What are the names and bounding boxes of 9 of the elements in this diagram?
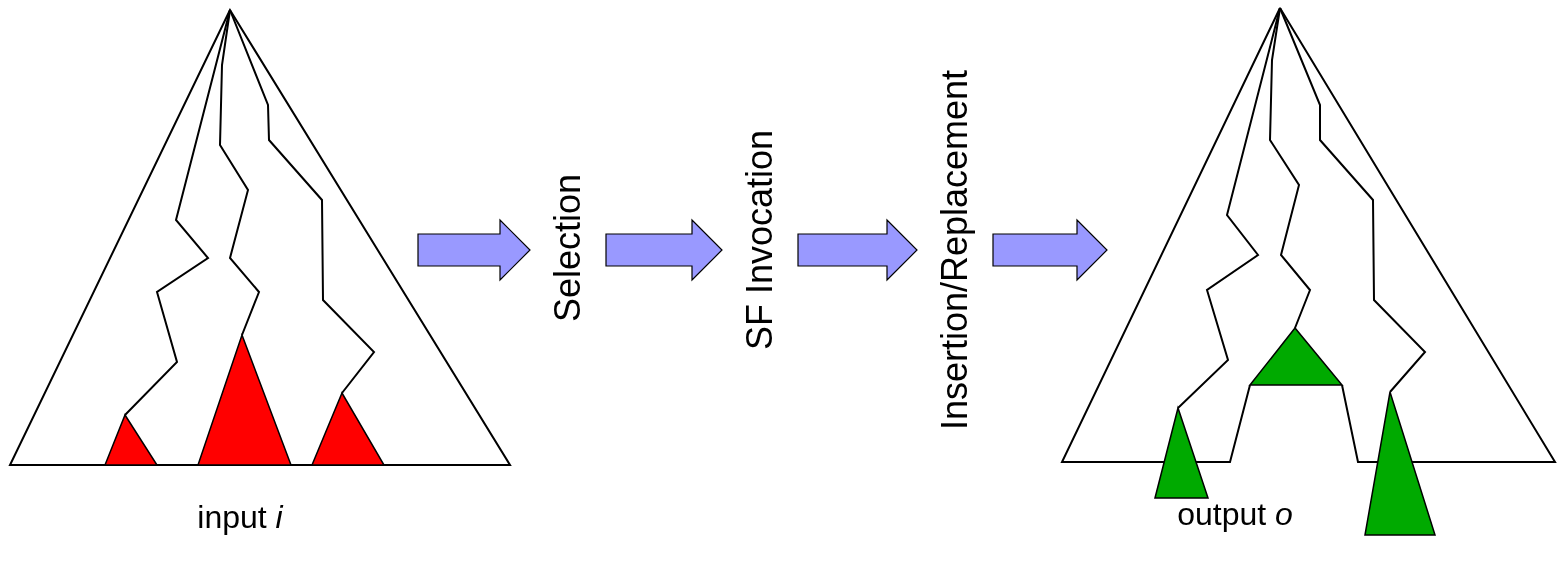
tree-label: output o	[1177, 497, 1293, 533]
block-arrow	[992, 218, 1108, 282]
block-arrow	[797, 218, 918, 282]
step-label: SF Invocation	[742, 129, 778, 351]
block-arrow	[417, 218, 531, 282]
step-label: Selection	[550, 173, 586, 323]
tree-label: input i	[197, 500, 283, 536]
step-label: Insertion/Replacement	[937, 69, 973, 431]
block-arrow	[605, 218, 723, 282]
